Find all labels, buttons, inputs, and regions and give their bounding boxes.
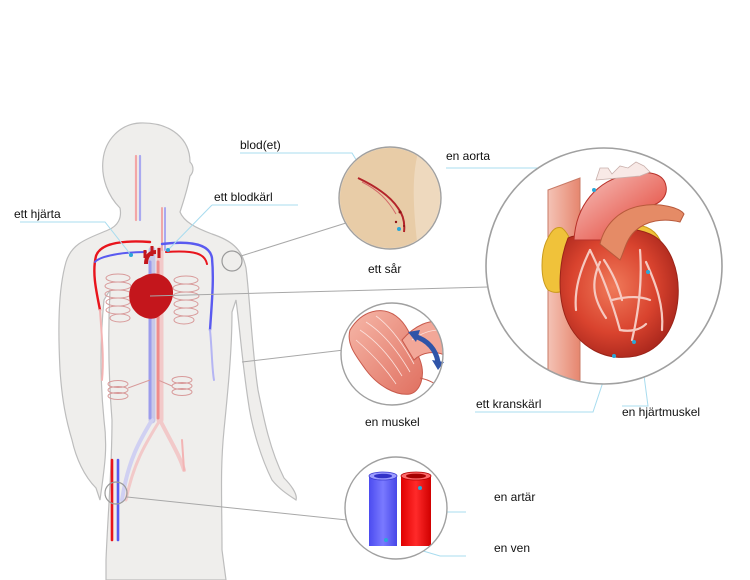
flex-arrow-icon: [408, 330, 444, 370]
vessel-label-dot: [166, 248, 170, 252]
lungs: [104, 273, 200, 325]
wound-focus-ring: [221, 250, 243, 272]
connector-lines: [126, 222, 489, 521]
kidneys: [107, 376, 193, 400]
label-vein: en ven: [494, 541, 531, 555]
vessel-focus-ring: [104, 481, 128, 505]
label-blood-vessel: ett blodkärl: [214, 190, 273, 204]
label-blood: blod(et): [240, 138, 281, 152]
label-aorta: en aorta: [446, 149, 491, 163]
muscle-inset: [340, 302, 444, 406]
vessels-inset: [344, 456, 448, 560]
artery-cylinder: [400, 471, 432, 546]
heart-inset: [485, 147, 723, 385]
label-artery: en artär: [494, 490, 536, 504]
label-coronary-vessel: ett kranskärl: [476, 397, 542, 411]
label-wound: ett sår: [368, 262, 402, 276]
label-heart-muscle: en hjärtmuskel: [622, 405, 701, 419]
label-heart: ett hjärta: [14, 207, 61, 221]
heart-label-dot: [129, 253, 133, 257]
vein-cylinder: [368, 471, 398, 546]
label-muscle: en muskel: [365, 415, 420, 429]
wound-inset: [338, 146, 442, 250]
